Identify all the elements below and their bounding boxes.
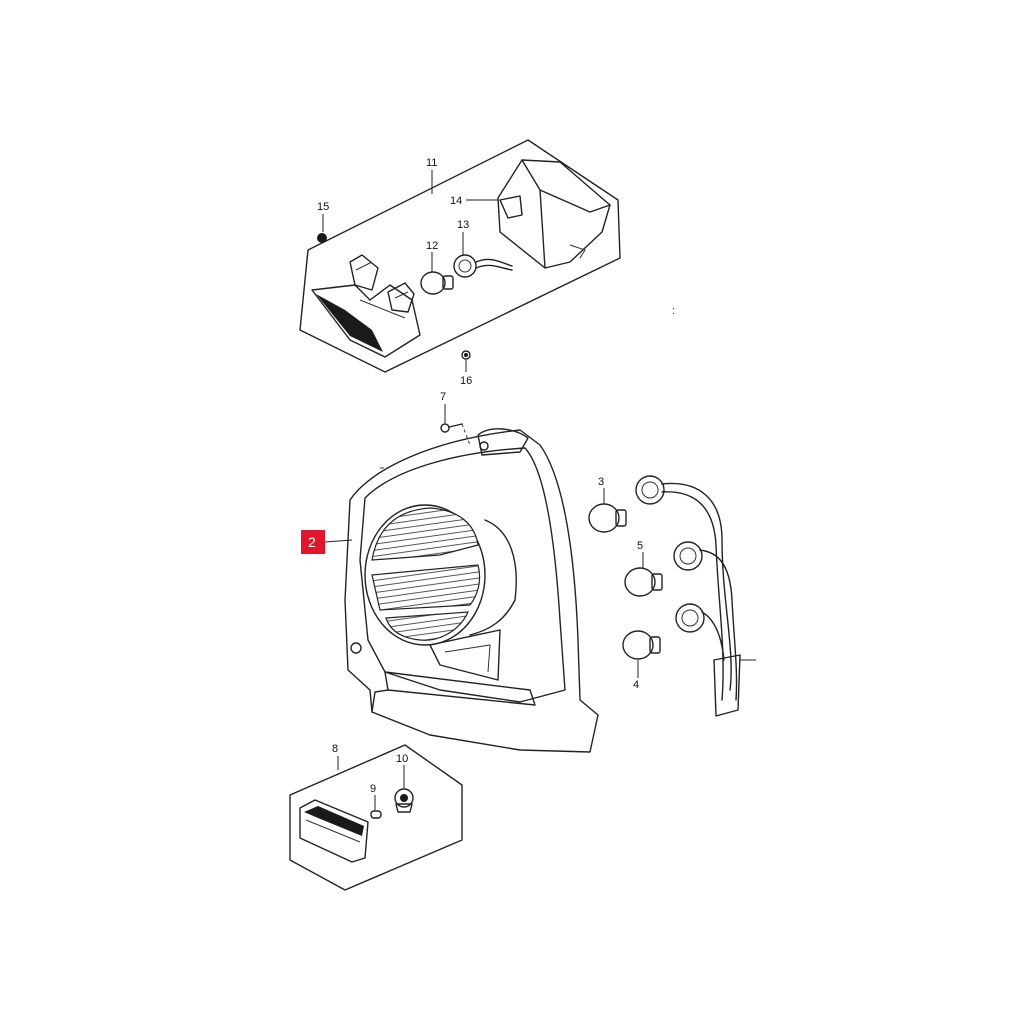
bulb-3 xyxy=(588,503,627,533)
screw-16 xyxy=(461,350,471,360)
tail-lamp-housing xyxy=(344,428,599,753)
upper-assembly-frame xyxy=(299,139,621,373)
callout-12: 12 xyxy=(426,240,438,252)
callout-8: 8 xyxy=(332,743,338,755)
bulb-4 xyxy=(622,630,661,660)
callout-4: 4 xyxy=(633,679,639,691)
callout-14: 14 xyxy=(450,195,462,207)
license-lamp-frame xyxy=(289,744,463,891)
screw-15 xyxy=(317,233,327,243)
callout-15: 15 xyxy=(317,201,329,213)
callout-5: 5 xyxy=(637,540,643,552)
upper-lamp-lens xyxy=(311,254,421,358)
callout-16: 16 xyxy=(460,375,472,387)
callout-3: 3 xyxy=(598,476,604,488)
highlighted-callout-2[interactable]: 2 xyxy=(301,530,325,554)
bulb-5 xyxy=(624,567,663,597)
upper-assembly: : xyxy=(299,139,675,373)
callout-10: 10 xyxy=(396,753,408,765)
bulb-12 xyxy=(420,271,454,295)
callout-7: 7 xyxy=(440,391,446,403)
callout-2: 2 xyxy=(308,534,316,550)
svg-text::: : xyxy=(672,305,675,317)
license-lamp-assembly xyxy=(289,744,463,891)
socket-13 xyxy=(453,254,513,278)
callout-13: 13 xyxy=(457,219,469,231)
lamp-cover-14 xyxy=(497,159,611,269)
socket-harness xyxy=(635,475,756,717)
bolt-7 xyxy=(440,404,471,446)
callout-9: 9 xyxy=(370,783,376,795)
callout-11: 11 xyxy=(426,157,437,169)
